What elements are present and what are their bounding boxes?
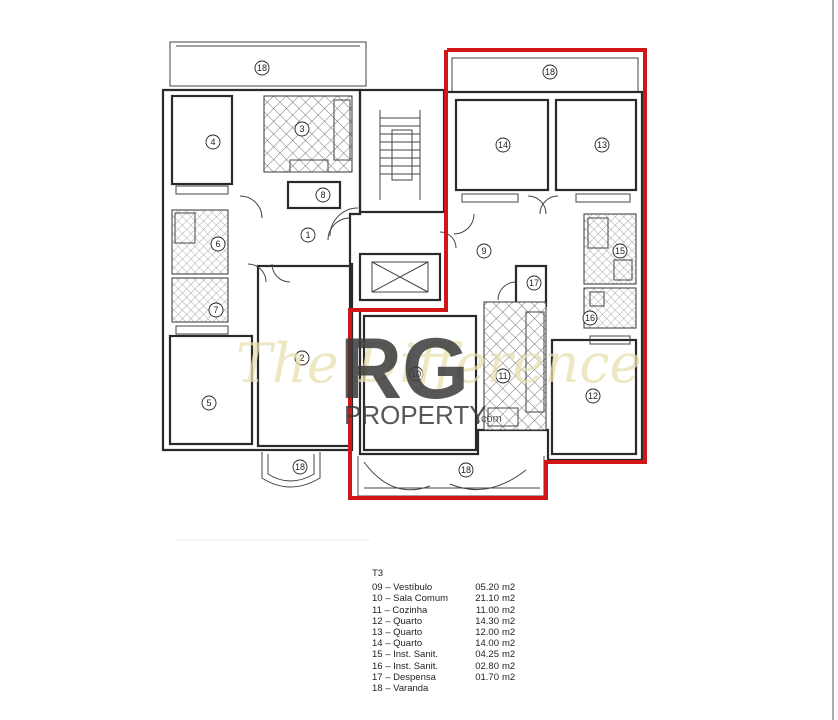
svg-text:8: 8 [320, 190, 325, 200]
svg-text:2: 2 [299, 353, 304, 363]
room-labels: 18 18 4 3 14 13 8 1 6 9 15 17 7 16 2 10 … [201, 60, 628, 478]
west-apartment [161, 41, 367, 488]
stair-core [329, 88, 457, 302]
room-label-13: 13 [594, 137, 610, 153]
room-label-18d: 18 [458, 462, 474, 478]
svg-text:16: 16 [585, 313, 595, 323]
room-label-12: 12 [585, 388, 601, 404]
svg-text:15: 15 [615, 246, 625, 256]
east-apartment [357, 57, 644, 497]
room-label-6: 6 [210, 236, 226, 252]
svg-text:3: 3 [299, 124, 304, 134]
svg-text:1: 1 [305, 230, 310, 240]
svg-text:18: 18 [545, 67, 555, 77]
room-label-14: 14 [495, 137, 511, 153]
room-label-11: 11 [495, 368, 511, 384]
svg-text:10: 10 [411, 369, 421, 379]
room-label-18c: 18 [292, 459, 308, 475]
room-label-3: 3 [294, 121, 310, 137]
room-label-4: 4 [205, 134, 221, 150]
room-label-18b: 18 [542, 64, 558, 80]
selected-apartment-outline [348, 48, 647, 500]
legend-title: T3 [372, 568, 384, 579]
svg-text:17: 17 [529, 278, 539, 288]
svg-text:18: 18 [461, 465, 471, 475]
watermark: The Difference RG PROPERTY .com [236, 321, 641, 430]
svg-text:12: 12 [588, 391, 598, 401]
svg-text:7: 7 [213, 305, 218, 315]
watermark-suffix: .com [478, 413, 502, 425]
room-label-7: 7 [208, 302, 224, 318]
room-label-18a: 18 [254, 60, 270, 76]
watermark-logo: RG [340, 321, 469, 417]
svg-text:9: 9 [481, 246, 486, 256]
room-label-15: 15 [612, 243, 628, 259]
svg-text:4: 4 [210, 137, 215, 147]
room-label-2: 2 [294, 350, 310, 366]
room-label-5: 5 [201, 395, 217, 411]
svg-text:18: 18 [295, 462, 305, 472]
legend-row: 18 – Varanda [372, 683, 429, 695]
svg-text:6: 6 [215, 239, 220, 249]
room-label-10: 10 [408, 366, 424, 382]
watermark-brand: PROPERTY [344, 400, 487, 430]
room-label-1: 1 [300, 227, 316, 243]
watermark-script: The Difference [236, 332, 641, 395]
room-label-16: 16 [582, 310, 598, 326]
svg-text:5: 5 [206, 398, 211, 408]
room-label-9: 9 [476, 243, 492, 259]
svg-text:18: 18 [257, 63, 267, 73]
room-label-8: 8 [315, 187, 331, 203]
svg-text:11: 11 [498, 371, 507, 381]
room-label-17: 17 [526, 275, 542, 291]
svg-text:13: 13 [597, 140, 607, 150]
svg-text:14: 14 [498, 140, 508, 150]
